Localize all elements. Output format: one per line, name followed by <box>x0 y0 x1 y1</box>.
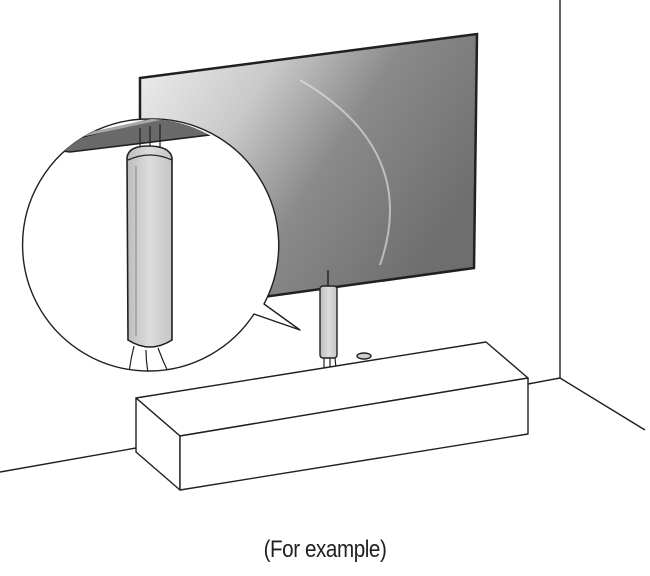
zoom-cable-cover <box>126 145 173 348</box>
screen-highlight <box>299 79 391 266</box>
zoom-cable-bottom-2 <box>145 349 151 371</box>
zoom-cable-bottom-1 <box>127 345 135 371</box>
zoom-cable-bottom-3 <box>157 347 173 371</box>
cabinet-small-device <box>356 352 372 360</box>
floor-line-back <box>527 377 561 385</box>
zoom-cover-top-lip <box>127 154 173 161</box>
floor-line-left <box>0 447 137 473</box>
floor-line-right <box>559 377 646 431</box>
figure-caption: (For example) <box>263 536 387 563</box>
room-lines <box>0 0 646 473</box>
tv-cable-management-illustration <box>0 0 646 491</box>
cable-cover-icon <box>319 270 338 369</box>
cabinet-icon <box>135 341 529 491</box>
cabinet-side <box>179 377 529 491</box>
cable-cover-tube <box>319 285 338 359</box>
